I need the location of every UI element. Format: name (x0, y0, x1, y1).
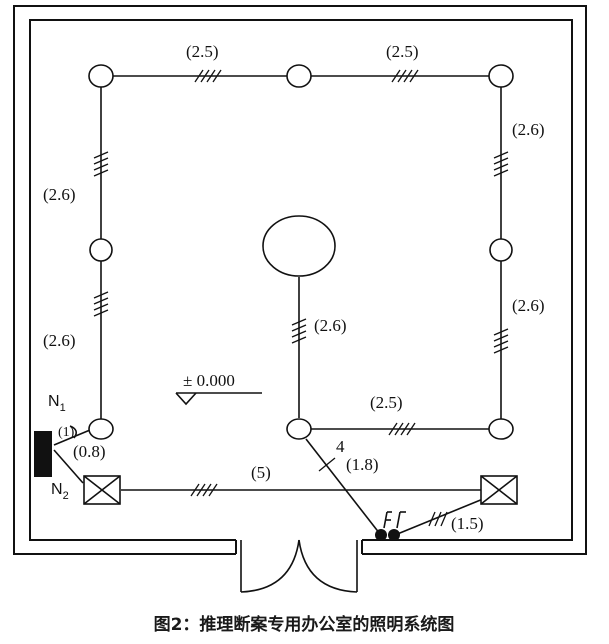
lamps (88, 64, 514, 440)
label-diagonal-count: 4 (336, 437, 345, 456)
lamp-right-middle (489, 238, 513, 262)
lamp-top-right (488, 64, 514, 88)
label-diagonal-run: (1.8) (346, 455, 379, 474)
label-left-lower-run: (2.6) (43, 331, 76, 350)
label-bottom-run: (5) (251, 463, 271, 482)
lamp-bottom-middle (286, 418, 312, 440)
distribution-panel (34, 431, 52, 477)
panel-label-n2: N2 (51, 481, 69, 502)
inner-wall (29, 19, 573, 541)
lamp-bottom-right (488, 418, 514, 440)
label-center-vertical-run: (2.6) (314, 316, 347, 335)
label-right-lower-run: (2.6) (512, 296, 545, 315)
label-lower-right-run: (2.5) (370, 393, 403, 412)
label-top-right-run: (2.5) (386, 42, 419, 61)
label-panel-to-lamp-run: (0.8) (73, 442, 106, 461)
wiring (53, 75, 502, 536)
double-socket (375, 511, 406, 541)
lamp-center-large (262, 215, 336, 277)
elevation-mark (175, 392, 262, 406)
outer-wall (13, 5, 587, 555)
label-top-left-run: (2.5) (186, 42, 219, 61)
label-socket-run: (1.5) (451, 514, 484, 533)
lamp-top-left (88, 64, 114, 88)
lamp-top-middle (286, 64, 312, 88)
lamp-bottom-left (88, 418, 114, 440)
circuit-arc-mark (69, 425, 78, 439)
double-door (240, 539, 358, 593)
junction-box-left (83, 475, 121, 505)
panel-label-n1: N1 (48, 393, 66, 414)
label-elevation: ± 0.000 (183, 371, 235, 390)
lamp-left-middle (89, 238, 113, 262)
tick-marks (93, 69, 509, 527)
junction-box-right (480, 475, 518, 505)
label-n1-circuit: (1) (58, 425, 75, 440)
label-left-upper-run: (2.6) (43, 185, 76, 204)
figure-caption: 图2：推理断案专用办公室的照明系统图 (154, 614, 455, 635)
label-right-upper-run: (2.6) (512, 120, 545, 139)
